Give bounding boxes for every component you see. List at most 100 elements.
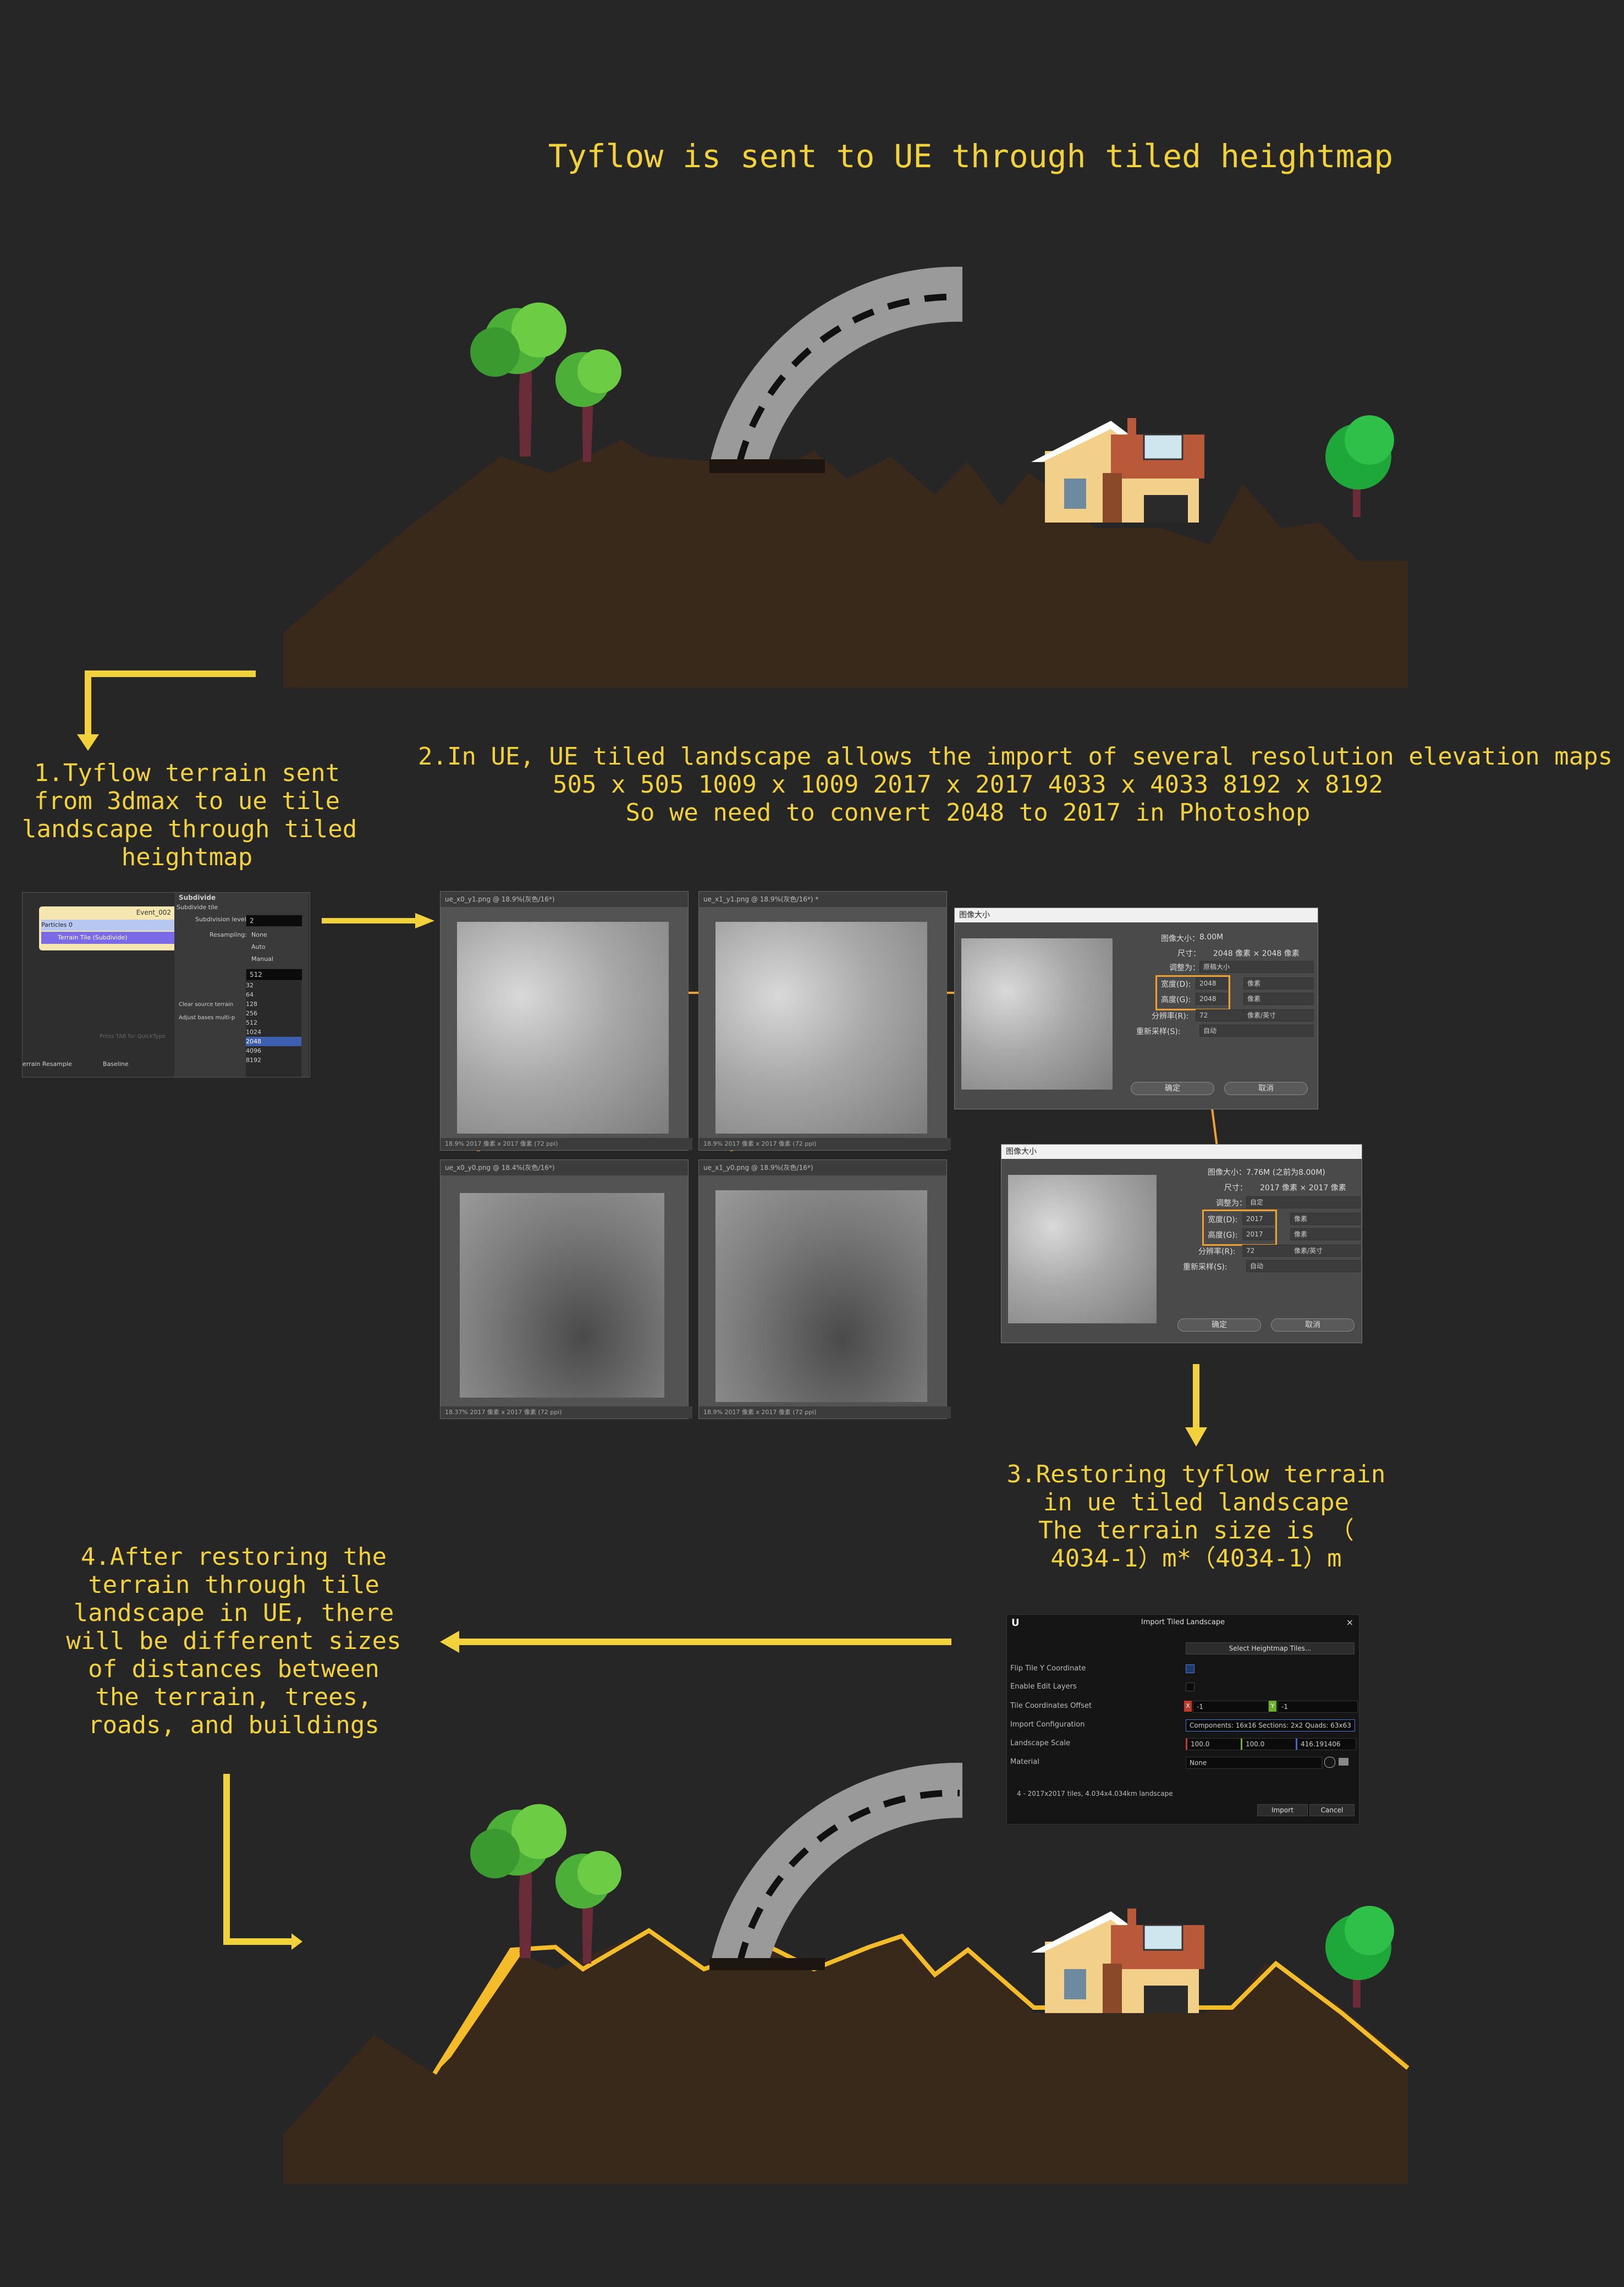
subdivision-level-label: Subdivision level:: [195, 916, 249, 923]
scale-label: Landscape Scale: [1010, 1739, 1070, 1747]
flip-checkbox[interactable]: [1186, 1664, 1194, 1673]
cancel-button[interactable]: 取消: [1271, 1318, 1355, 1332]
resolution-option[interactable]: 128: [246, 1000, 257, 1008]
cancel-button[interactable]: Cancel: [1309, 1804, 1355, 1816]
ps-tab[interactable]: ue_x0_y1.png @ 18.9%(灰色/16*): [441, 892, 688, 907]
ok-button[interactable]: 确定: [1131, 1082, 1214, 1095]
resample-select[interactable]: 自动: [1246, 1260, 1361, 1272]
particles-row: Particles 0: [41, 920, 184, 931]
quicktype-watermark: Press TAB for QuickType: [100, 1033, 166, 1040]
arrow-to-bottom: [223, 1774, 294, 1945]
resolution-input[interactable]: 72: [1196, 1009, 1244, 1021]
resolution-input[interactable]: 72: [1242, 1245, 1291, 1257]
ps-tab[interactable]: ue_x0_y0.png @ 18.4%(灰色/16*): [441, 1160, 688, 1175]
resolution-label: 分辨率(R):: [1152, 1012, 1189, 1021]
resolution-option-selected[interactable]: 2048: [246, 1037, 301, 1046]
resampling-manual[interactable]: Manual: [251, 955, 273, 963]
clear-source-checkbox[interactable]: Clear source terrain: [179, 1002, 234, 1008]
event-node[interactable]: Event_002 Particles 0 Terrain Tile (Subd…: [39, 906, 188, 950]
resample-select[interactable]: 自动: [1199, 1025, 1314, 1037]
config-select[interactable]: Components: 16x16 Sections: 2x2 Quads: 6…: [1186, 1719, 1355, 1731]
resampling-auto[interactable]: Auto: [251, 943, 266, 950]
ps-status: 18.9% 2017 像素 x 2017 像素 (72 ppi): [441, 1138, 692, 1150]
step4-caption: 4.After restoring the terrain through ti…: [66, 1543, 401, 1739]
cancel-button[interactable]: 取消: [1224, 1082, 1308, 1095]
width-input[interactable]: 2017: [1242, 1213, 1274, 1225]
config-label: Import Configuration: [1010, 1720, 1085, 1729]
resample-checkbox[interactable]: 重新采样(S):: [1136, 1027, 1181, 1036]
ps-status: 18.37% 2017 像素 x 2017 像素 (72 ppi): [441, 1406, 692, 1419]
resolution-option[interactable]: 32: [246, 982, 254, 989]
heightmap-tile-3: [460, 1193, 664, 1398]
manual-resolution-select[interactable]: 512: [246, 969, 302, 981]
width-height-highlight: [1155, 975, 1230, 1010]
bottom-terrain-outline: [432, 1928, 1410, 2075]
height-unit[interactable]: 像素: [1290, 1228, 1361, 1240]
adjust-bases-checkbox[interactable]: Adjust bases multi-p: [179, 1015, 235, 1021]
dialog-preview: [961, 938, 1113, 1090]
bottom-terrain: [283, 1931, 1408, 2184]
scale-x-input[interactable]: 100.0: [1186, 1738, 1243, 1750]
top-tree-right: [1325, 415, 1394, 517]
import-button[interactable]: Import: [1257, 1804, 1308, 1816]
resolution-option[interactable]: 64: [246, 991, 254, 998]
image-size-label: 图像大小：: [1208, 1168, 1246, 1177]
resolution-option[interactable]: 512: [246, 1019, 257, 1026]
image-size-value: 7.76M (之前为8.00M): [1246, 1168, 1325, 1177]
ps-tab[interactable]: ue_x1_y1.png @ 18.9%(灰色/16*) *: [699, 892, 946, 907]
ps-status: 18.9% 2017 像素 x 2017 像素 (72 ppi): [699, 1138, 951, 1150]
ps-tab[interactable]: ue_x1_y0.png @ 18.9%(灰色/16*): [699, 1160, 946, 1175]
resolution-option[interactable]: 4096: [246, 1047, 261, 1054]
subdivision-level-input[interactable]: 2: [246, 915, 302, 927]
ps-window-tile-x1-y0: ue_x1_y0.png @ 18.9%(灰色/16*) 18.9% 2017 …: [698, 1159, 951, 1419]
offset-x-input[interactable]: -1: [1193, 1701, 1269, 1713]
step3-caption: 3.Restoring tyflow terrain in ue tiled l…: [1006, 1460, 1386, 1573]
select-heightmap-tiles-button[interactable]: Select Heightmap Tiles...: [1186, 1642, 1355, 1654]
bottom-tree-right: [1325, 1906, 1394, 2008]
baseline-label: Baseline: [103, 1060, 129, 1068]
fit-select[interactable]: 原稿大小: [1199, 961, 1314, 973]
arrow-step4: [440, 1631, 951, 1653]
fit-select[interactable]: 自定: [1246, 1196, 1361, 1208]
dims-value: 2017 像素 × 2017 像素: [1260, 1184, 1346, 1192]
height-unit[interactable]: 像素: [1243, 993, 1314, 1005]
width-unit[interactable]: 像素: [1243, 977, 1314, 989]
height-input[interactable]: 2048: [1196, 993, 1227, 1005]
image-size-label: 图像大小：: [1161, 934, 1199, 943]
fit-label: 调整为：: [1216, 1199, 1247, 1208]
material-select[interactable]: None: [1186, 1757, 1322, 1769]
scale-y-input[interactable]: 100.0: [1241, 1738, 1298, 1750]
resolution-unit[interactable]: 像素/英寸: [1243, 1009, 1314, 1021]
resolution-option[interactable]: 1024: [246, 1029, 261, 1036]
bottom-tree-left: [470, 1804, 566, 1958]
resolution-option[interactable]: 256: [246, 1010, 257, 1017]
width-label: 宽度(D):: [1208, 1216, 1238, 1224]
offset-label: Tile Coordinates Offset: [1010, 1702, 1092, 1710]
offset-y-tag: Y: [1269, 1701, 1276, 1712]
step1-caption: 1.Tyflow terrain sent from 3dmax to ue t…: [22, 759, 357, 871]
resample-checkbox[interactable]: 重新采样(S):: [1183, 1263, 1227, 1272]
event-name: Event_002: [136, 909, 171, 916]
terrain-resample-label: errain Resample: [23, 1060, 72, 1068]
offset-y-input[interactable]: -1: [1278, 1701, 1358, 1713]
subdivide-header: Subdivide: [179, 894, 216, 901]
resampling-none[interactable]: None: [251, 931, 267, 938]
width-height-highlight: [1202, 1210, 1277, 1246]
browse-icon[interactable]: [1324, 1757, 1335, 1768]
width-unit[interactable]: 像素: [1290, 1213, 1361, 1225]
terrain-tile-operator[interactable]: Terrain Tile (Subdivide): [41, 932, 184, 944]
scale-z-input[interactable]: 416.191406: [1296, 1738, 1356, 1750]
width-input[interactable]: 2048: [1196, 977, 1227, 989]
folder-icon[interactable]: [1339, 1758, 1348, 1766]
image-size-dialog-before: 图像大小 图像大小： 8.00M 尺寸： 2048 像素 × 2048 像素 调…: [954, 908, 1318, 1109]
edit-layers-checkbox[interactable]: [1186, 1683, 1194, 1691]
resampling-label: Resampling:: [210, 931, 247, 938]
ok-button[interactable]: 确定: [1177, 1318, 1261, 1332]
resolution-unit[interactable]: 像素/英寸: [1290, 1245, 1361, 1257]
edit-layers-label: Enable Edit Layers: [1010, 1683, 1077, 1691]
resolution-option[interactable]: 8192: [246, 1057, 261, 1064]
heightmap-tile-2: [715, 922, 927, 1134]
resolution-label: 分辨率(R):: [1198, 1247, 1236, 1256]
close-icon[interactable]: ×: [1346, 1617, 1353, 1628]
height-input[interactable]: 2017: [1242, 1228, 1274, 1240]
